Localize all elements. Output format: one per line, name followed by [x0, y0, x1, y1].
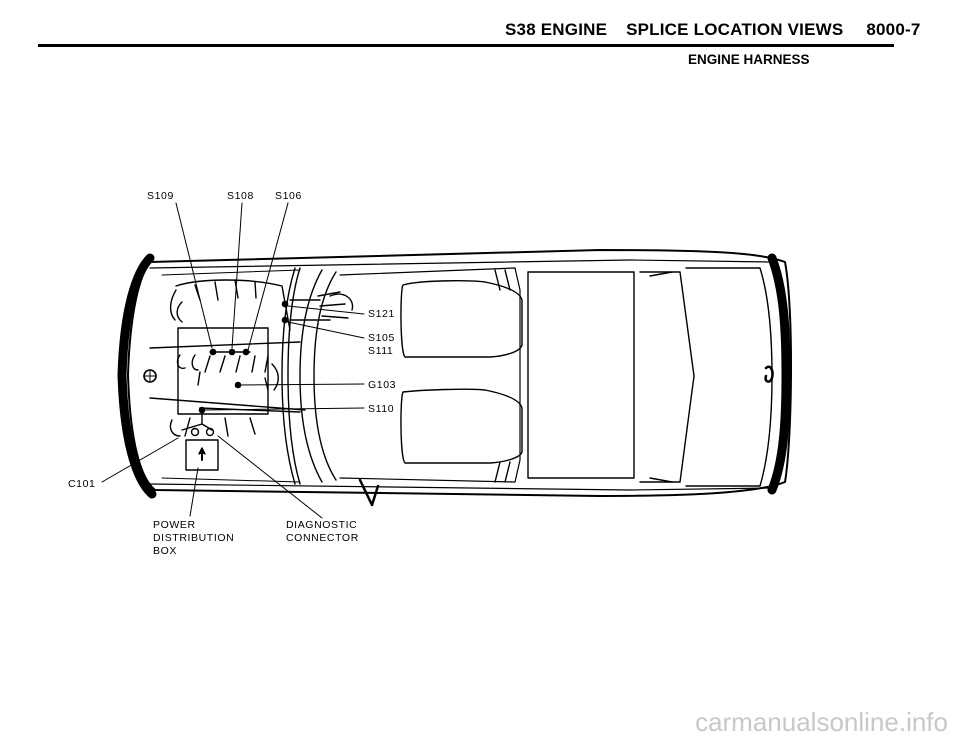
engine-title: S38 ENGINE	[505, 20, 608, 39]
label-c101: C101	[68, 478, 96, 490]
power-box-line-1: POWER	[153, 519, 196, 531]
page-number: 8000-7	[866, 20, 921, 39]
label-s111: S111	[368, 345, 394, 357]
watermark: carmanualsonline.info	[695, 707, 948, 737]
label-s121: S121	[368, 308, 395, 320]
engine-harness	[149, 279, 354, 471]
subsection-title: ENGINE HARNESS	[688, 52, 810, 67]
diagnostic-line-2: CONNECTOR	[286, 532, 359, 544]
label-g103: G103	[368, 379, 397, 391]
label-diagnostic-connector: DIAGNOSTIC CONNECTOR	[286, 519, 359, 545]
label-s110: S110	[368, 403, 395, 415]
label-s105: S105	[368, 332, 395, 344]
label-power-distribution-box: POWER DISTRIBUTION BOX	[153, 519, 234, 558]
section-title: SPLICE LOCATION VIEWS	[626, 20, 844, 39]
page-header: S38 ENGINE SPLICE LOCATION VIEWS 8000-7	[505, 20, 921, 40]
power-box-line-3: BOX	[153, 545, 177, 557]
leader-lines	[101, 202, 365, 519]
header-rule	[38, 44, 894, 47]
label-s106: S106	[275, 190, 302, 202]
label-s108: S108	[227, 190, 254, 202]
diagnostic-line-1: DIAGNOSTIC	[286, 519, 358, 531]
car-body	[117, 249, 793, 507]
label-s109: S109	[147, 190, 174, 202]
power-box-line-2: DISTRIBUTION	[153, 532, 235, 544]
